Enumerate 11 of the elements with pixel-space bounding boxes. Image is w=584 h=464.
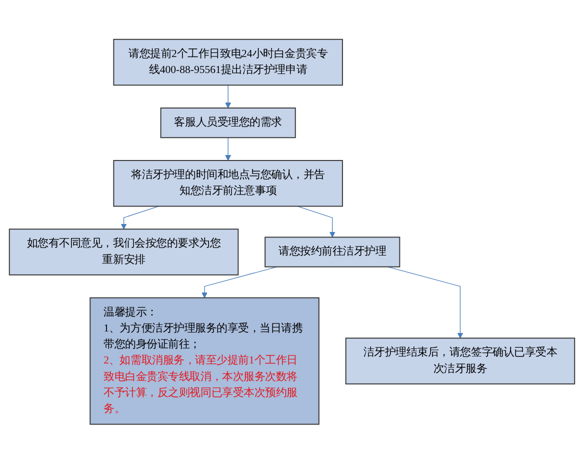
node-box: 将洁牙护理的时间和地点与您确认，并告知您洁牙前注意事项 [113,160,343,207]
node-box: 洁牙护理结束后，请您签字确认已享受本次洁牙服务 [345,338,576,385]
arrow [225,84,232,108]
node-box: 请您按约前往洁牙护理 [264,236,400,268]
node-box: 请您提前2个工作日致电24小时白金贵宾专线400-88-95561提出洁牙护理申请 [113,39,343,86]
arrow [225,137,232,161]
node-box: 客服人员受理您的需求 [160,108,296,138]
node-box: 温馨提示： 1、为方便洁牙护理服务的享受，当日请携带您的身份证前往； 2、如需取消服务，请至少提前1个工作日致电白金贵宾专线取消，本次服务次数将不予计算，反之则视同已享受本次预约服务。 [90,297,320,425]
arrow [120,206,159,230]
node-box: 如您有不同意见，我们会按您的要求为您重新安排 [8,228,239,276]
arrow [297,206,336,238]
